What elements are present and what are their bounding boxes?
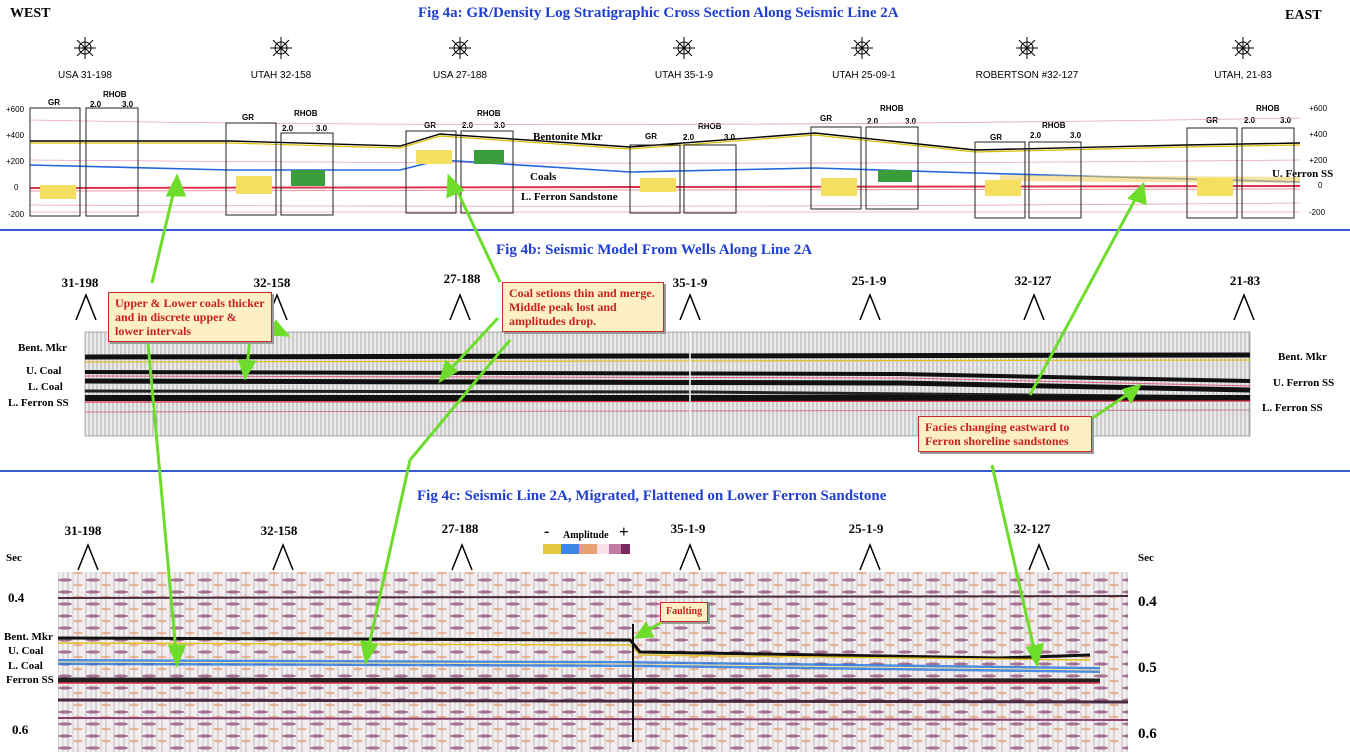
divider-4a-4b [0,229,1350,231]
lferron-sandstone-label: L. Ferron Sandstone [521,191,618,203]
west-label: WEST [10,6,51,21]
fig4b-lferron-right: L. Ferron SS [1262,402,1323,414]
depth-right-0: 0 [1318,181,1323,190]
fig4c-title: Fig 4c: Seismic Line 2A, Migrated, Flatt… [417,488,887,504]
fig4b-lcoal-left: L. Coal [28,381,63,393]
depth-right-200: +200 [1309,156,1328,165]
callout-upper-lower-coals: Upper & Lower coals thicker and in discr… [108,292,272,342]
fig4c-ferron-ss: Ferron SS [6,674,54,686]
fig4c-well-6: 32-127 [1013,521,1051,536]
scale-max-3: 3.0 [494,121,506,130]
callout-facies-changing: Facies changing eastward to Ferron shore… [918,416,1092,452]
fig4b-uferron-right: U. Ferron SS [1273,377,1335,389]
fig4b-well-1: 31-198 [61,275,99,290]
scale-min-7: 2.0 [1244,116,1256,125]
rhob-label-2: RHOB [294,109,318,118]
fig4c-ucoal: U. Coal [8,645,44,657]
rhob-label-4: RHOB [698,122,722,131]
gr-label-1: GR [48,98,60,107]
scale-max-1: 3.0 [122,100,134,109]
well-name-6: ROBERTSON #32-127 [975,70,1079,81]
callout-coal-sections-thin: Coal setions thin and merge. Middle peak… [502,282,664,332]
depth-left-600: +600 [6,105,25,114]
gr-label-2: GR [242,113,254,122]
rhob-label-7: RHOB [1256,104,1280,113]
amplitude-plus: + [619,522,629,541]
fig4b-well-5: 25-1-9 [851,273,887,288]
bentonite-marker-label: Bentonite Mkr [533,131,603,143]
well-name-3: USA 27-188 [433,70,487,81]
fig4c-well-4: 35-1-9 [670,521,706,536]
fig4c-sec-right: Sec [1138,552,1154,564]
fig4b-well-6: 32-127 [1014,273,1052,288]
fig4c-lcoal: L. Coal [8,660,43,672]
scale-min-6: 2.0 [1030,131,1042,140]
amplitude-label: Amplitude [563,530,609,541]
fig4b-bent-mkr-left: Bent. Mkr [18,342,67,354]
fig4c-tick-left-04: 0.4 [8,590,25,605]
depth-left-minus200: -200 [8,210,25,219]
fig4b-well-7: 21-83 [1229,273,1261,288]
fig4b-ucoal-left: U. Coal [26,365,62,377]
rhob-label-1: RHOB [103,90,127,99]
gr-label-7: GR [1206,116,1218,125]
scale-max-2: 3.0 [316,124,328,133]
scale-min-5: 2.0 [867,117,879,126]
fig4c-tick-left-06: 0.6 [12,722,29,737]
fig4b-title: Fig 4b: Seismic Model From Wells Along L… [496,242,813,258]
scale-min-1: 2.0 [90,100,102,109]
rhob-label-6: RHOB [1042,121,1066,130]
gr-label-4: GR [645,132,657,141]
well-name-1: USA 31-198 [58,70,112,81]
well-name-4: UTAH 35-1-9 [654,70,714,81]
depth-left-400: +400 [6,131,25,140]
scale-max-6: 3.0 [1070,131,1082,140]
fig4c-well-1: 31-198 [64,523,102,538]
fig4c-well-2: 32-158 [260,523,298,538]
depth-right-600: +600 [1309,104,1328,113]
fig4b-bent-mkr-right: Bent. Mkr [1278,351,1327,363]
fig4c-well-3: 27-188 [441,521,479,536]
fig4c-tick-right-05: 0.5 [1138,660,1157,676]
scale-max-7: 3.0 [1280,116,1292,125]
scale-min-3: 2.0 [462,121,474,130]
scale-max-5: 3.0 [905,117,917,126]
fig4c-well-5: 25-1-9 [848,521,884,536]
fig4b-well-3: 27-188 [443,271,481,286]
scale-min-4: 2.0 [683,133,695,142]
gr-label-6: GR [990,133,1002,142]
fig4b-lferron-left: L. Ferron SS [8,397,69,409]
rhob-label-5: RHOB [880,104,904,113]
scale-max-4: 3.0 [724,133,736,142]
fig4a-title: Fig 4a: GR/Density Log Stratigraphic Cro… [418,5,899,21]
scale-min-2: 2.0 [282,124,294,133]
gr-label-5: GR [820,114,832,123]
depth-left-200: +200 [6,157,25,166]
gr-label-3: GR [424,121,436,130]
east-label: EAST [1285,8,1322,23]
fig4c-bent-mkr: Bent. Mkr [4,631,53,643]
fig4b-well-2: 32-158 [253,275,291,290]
fig4c-sec-left: Sec [6,552,22,564]
amplitude-minus: - [544,523,550,540]
depth-right-minus200: -200 [1309,208,1326,217]
fig4c-tick-right-06: 0.6 [1138,726,1157,742]
well-name-5: UTAH 25-09-1 [832,70,896,81]
fig4c-tick-right-04: 0.4 [1138,594,1157,610]
depth-left-0: 0 [14,183,19,192]
fig4b-well-4: 35-1-9 [672,275,708,290]
coals-label: Coals [530,171,557,183]
divider-4b-4c [0,470,1350,472]
well-name-7: UTAH, 21-83 [1214,70,1272,81]
depth-right-400: +400 [1309,130,1328,139]
rhob-label-3: RHOB [477,109,501,118]
callout-faulting: Faulting [660,602,709,622]
well-name-2: UTAH 32-158 [250,70,312,81]
